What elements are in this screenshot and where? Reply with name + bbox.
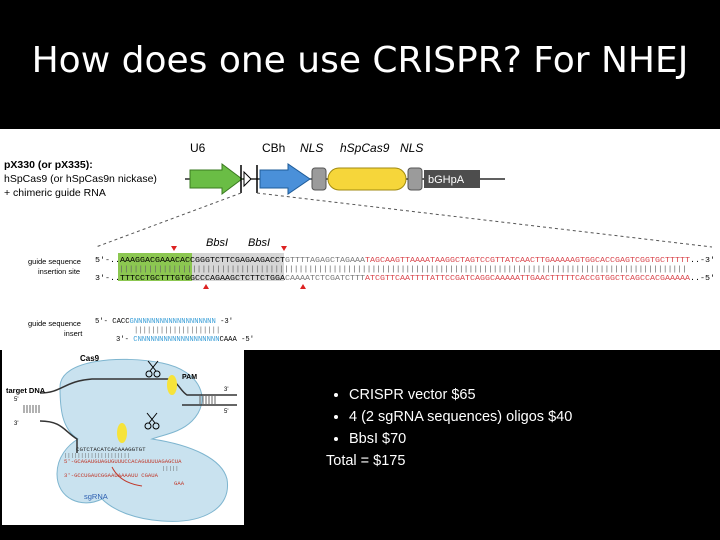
plasmid-name: pX330 (or pX335): xyxy=(4,159,93,171)
svg-text:5': 5' xyxy=(14,397,18,403)
insert-top-strand: 5'- CACCGNNNNNNNNNNNNNNNNNNN -3' xyxy=(95,318,233,326)
scissors-icon xyxy=(145,360,161,378)
stem-sequence: 3'-GCCUGAUCGGAAUAAAAUU CGAUA xyxy=(64,472,159,479)
cut-marker xyxy=(300,284,306,289)
scissors-icon xyxy=(144,412,160,430)
insert-bars: |||||||||||||||||||| xyxy=(134,327,220,335)
nls-box-2 xyxy=(407,167,423,191)
bghpa-label: bGHpA xyxy=(428,174,465,186)
insert-label-1: guide sequence xyxy=(28,319,81,328)
target-dna-label: target DNA xyxy=(6,386,46,395)
nls-box-1 xyxy=(311,167,327,191)
insertion-site-label-2: insertion site xyxy=(38,267,80,276)
nls-label-1: NLS xyxy=(300,141,323,155)
strand-bars: ||||||||||||||||||||||||||||||||||||||||… xyxy=(119,266,687,274)
bghpa-box xyxy=(424,170,480,188)
cbh-arrow xyxy=(259,163,311,195)
svg-text:||||||||||||||||||||: |||||||||||||||||||| xyxy=(64,452,130,459)
cas9-label: hSpCas9 xyxy=(340,141,390,155)
sgrna-label: sgRNA xyxy=(84,492,108,501)
cut-marker xyxy=(281,246,287,251)
cost-item: BbsI $70 xyxy=(349,428,572,450)
cost-item: CRISPR vector $65 xyxy=(349,384,572,406)
plasmid-cas9-line: hSpCas9 (or hSpCas9n nickase) xyxy=(4,173,157,185)
cost-total: Total = $175 xyxy=(326,453,406,469)
gaa-loop: GAA xyxy=(174,480,185,487)
pam-site xyxy=(167,375,177,395)
insert-label-2: insert xyxy=(64,329,83,338)
cas9-complex-diagram: Cas9 target DNA 5' 3' 3' 5' PAM CGTCTACA… xyxy=(2,349,244,525)
pam-label: PAM xyxy=(182,374,197,381)
target-sequence: CGTCTACATCACAAAGGTGT xyxy=(76,446,146,453)
bbsi-label-2: BbsI xyxy=(248,237,270,249)
u6-label: U6 xyxy=(190,141,206,155)
cas9-label: Cas9 xyxy=(80,354,100,363)
cost-item: 4 (2 sgRNA sequences) oligos $40 xyxy=(349,406,572,428)
svg-text:|||||: ||||| xyxy=(162,465,179,472)
guide-sequence: 5'-GCAGAUGUAGUGUUUCCACAGUUUUAGAGCUA xyxy=(64,458,182,465)
svg-text:3': 3' xyxy=(224,387,228,393)
cas9-box xyxy=(327,167,407,191)
insert-bottom-strand: 3'- CNNNNNNNNNNNNNNNNNNNCAAA -5' xyxy=(116,336,254,344)
nls-label-2: NLS xyxy=(400,141,423,155)
plasmid-guide-line: + chimeric guide RNA xyxy=(4,187,106,199)
pam-site xyxy=(117,423,127,443)
insertion-site-label-1: guide sequence xyxy=(28,257,81,266)
plasmid-figure: pX330 (or pX335): hSpCas9 (or hSpCas9n n… xyxy=(0,129,720,350)
cut-marker xyxy=(203,284,209,289)
svg-text:5': 5' xyxy=(224,409,228,415)
cut-marker xyxy=(171,246,177,251)
bbsi-label-1: BbsI xyxy=(206,237,228,249)
cbh-label: CBh xyxy=(262,141,285,155)
cas9-protein xyxy=(56,358,229,522)
cost-list: CRISPR vector $65 4 (2 sgRNA sequences) … xyxy=(326,384,572,472)
u6-arrow xyxy=(189,163,243,195)
svg-text:3': 3' xyxy=(14,421,18,427)
slide-title: How does one use CRISPR? For NHEJ xyxy=(31,40,689,81)
